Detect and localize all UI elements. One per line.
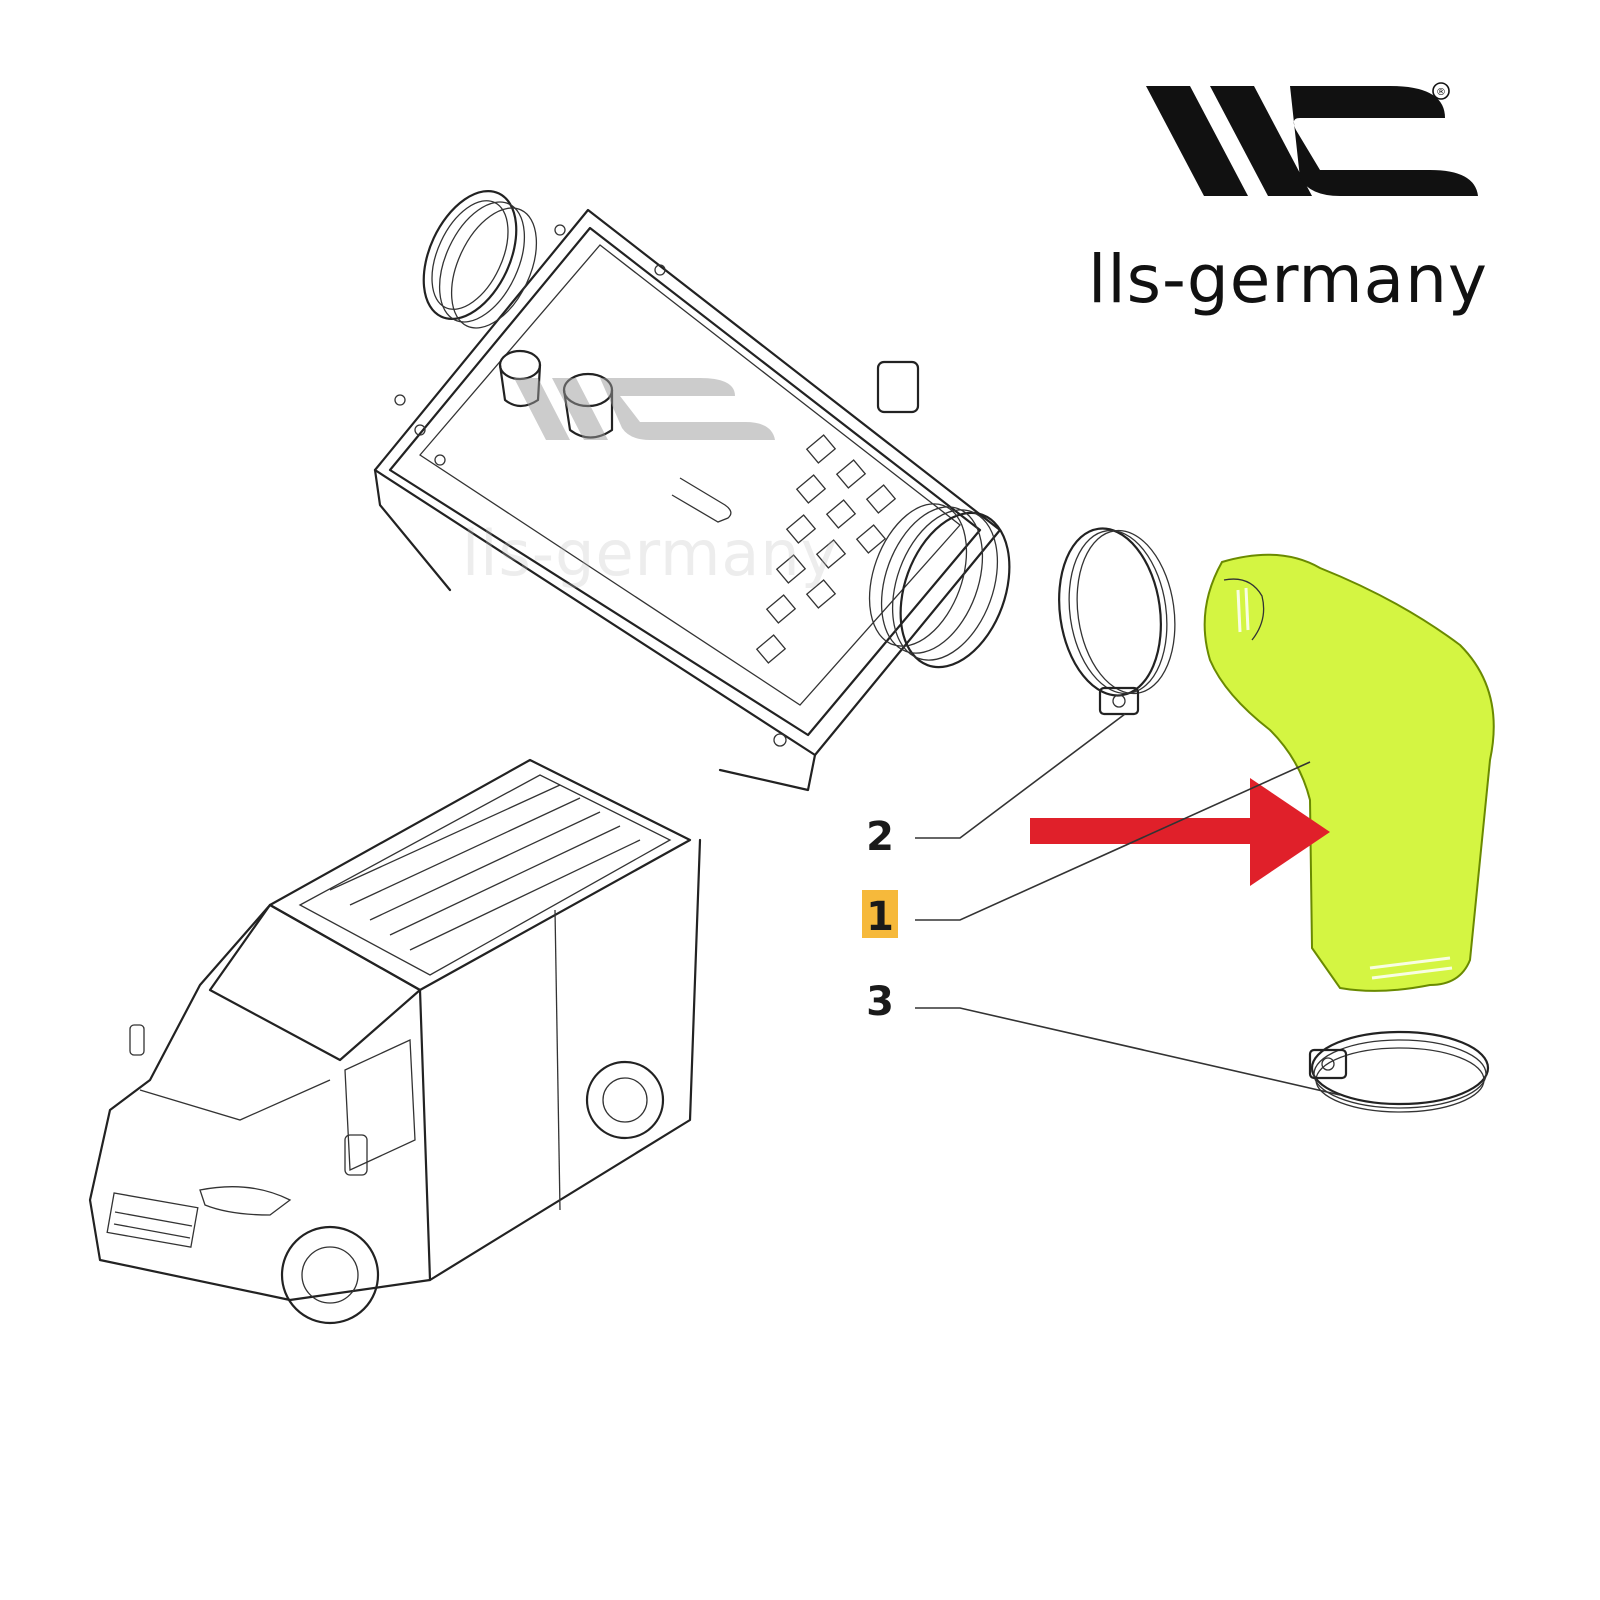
callout-2: 2	[866, 814, 894, 860]
intercooler-drawing	[373, 189, 1011, 792]
callout-highlight	[862, 890, 898, 938]
indicator-arrow-icon	[1030, 778, 1330, 886]
lls-logo-mark-icon	[1146, 86, 1478, 196]
callout-label: 3	[866, 979, 894, 1025]
registered-mark-icon	[1432, 82, 1450, 100]
hose-clamp-top-drawing	[1058, 527, 1176, 716]
intercooler-hose-part	[1203, 553, 1495, 992]
brand-name: lls-germany	[1088, 241, 1488, 318]
callout-3: 3	[866, 979, 894, 1025]
leader-lines	[915, 713, 1341, 1096]
van-drawing	[88, 758, 702, 1325]
callout-label: 1	[866, 894, 894, 940]
hose-clamp-bottom-drawing	[1308, 1030, 1490, 1113]
watermark-logo-icon	[514, 378, 775, 440]
brand-logo: ® lls-germany	[1088, 82, 1488, 318]
callout-label: 2	[866, 814, 894, 860]
registered-mark: ®	[1436, 87, 1446, 98]
watermark: lls-germany	[462, 378, 838, 590]
callout-1: 1	[862, 890, 898, 940]
watermark-text: lls-germany	[462, 517, 838, 590]
